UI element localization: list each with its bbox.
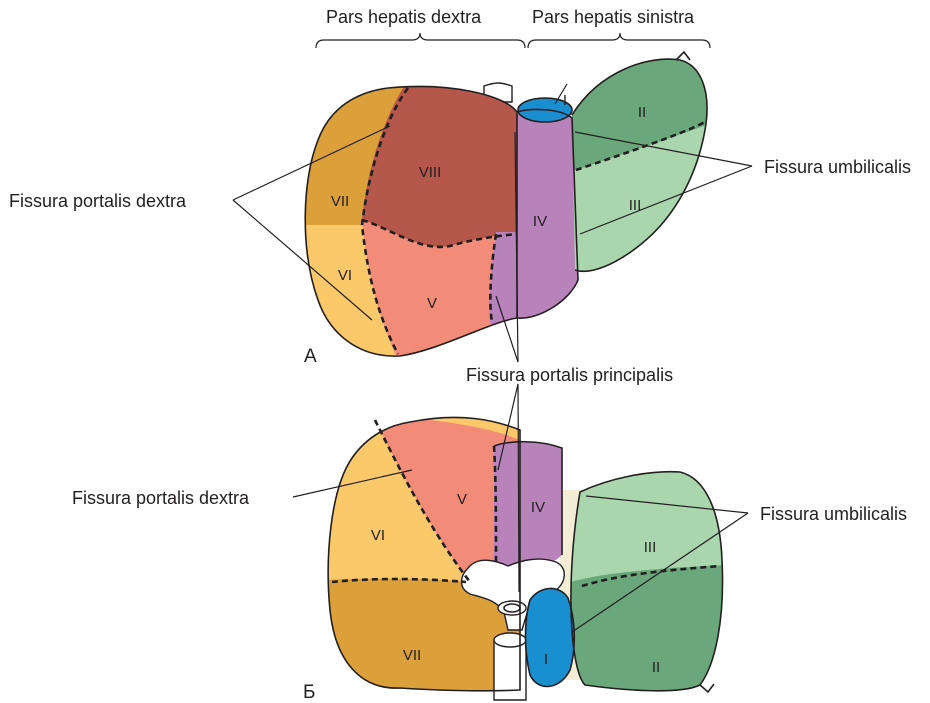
leader-lines <box>232 83 753 633</box>
hepatic-vein-opening-b <box>497 600 527 616</box>
segment-label-vii-b: VII <box>403 647 421 664</box>
fissura-umbilicalis-label-a: Fissura umbilicalis <box>764 157 911 177</box>
segment-v-a <box>362 220 517 357</box>
header-braces <box>315 32 711 49</box>
segment-label-vi-b: VI <box>371 527 385 544</box>
segment-label-ii-a: II <box>638 104 646 121</box>
fissura-portalis-dextra-label-a: Fissura portalis dextra <box>9 191 187 211</box>
fissura-portalis-dextra-label-b: Fissura portalis dextra <box>72 488 250 508</box>
segment-label-iv-a: IV <box>533 213 547 230</box>
figure-b-liver: I II III IV V VI VII Б <box>303 416 724 703</box>
segment-iv-b <box>494 441 562 572</box>
segment-label-iii-b: III <box>644 539 657 556</box>
pars-hepatis-dextra-label: Pars hepatis dextra <box>326 7 482 27</box>
segment-label-v-b: V <box>457 491 467 508</box>
segment-iv-edge-a <box>489 232 517 330</box>
segment-label-viii-a: VIII <box>419 164 442 181</box>
segment-label-iii-a: III <box>629 197 642 214</box>
segment-label-ii-b: II <box>652 659 660 676</box>
segment-iv-a <box>517 109 578 319</box>
segment-label-vi-a: VI <box>338 267 352 284</box>
segment-label-v-a: V <box>427 295 437 312</box>
segment-label-i-b: I <box>544 651 548 668</box>
ivc-opening-b <box>493 632 527 648</box>
fissura-portalis-principalis-label: Fissura portalis principalis <box>466 365 673 385</box>
figure-a-letter: А <box>304 346 317 367</box>
fissura-umbilicalis-label-b: Fissura umbilicalis <box>760 504 907 524</box>
segment-label-i-a: I <box>563 92 567 109</box>
segment-viii-a <box>362 86 517 247</box>
segment-ii-b <box>570 565 723 691</box>
segment-label-vii-a: VII <box>331 193 349 210</box>
pars-hepatis-sinistra-label: Pars hepatis sinistra <box>532 7 695 27</box>
segment-i-b <box>525 588 575 687</box>
figure-a-liver: I II III IV V VI VII VIII А <box>304 50 708 367</box>
figure-b-letter: Б <box>303 682 315 703</box>
segment-vii-b <box>328 578 520 691</box>
segment-label-iv-b: IV <box>531 499 545 516</box>
segment-v-b <box>375 420 520 590</box>
